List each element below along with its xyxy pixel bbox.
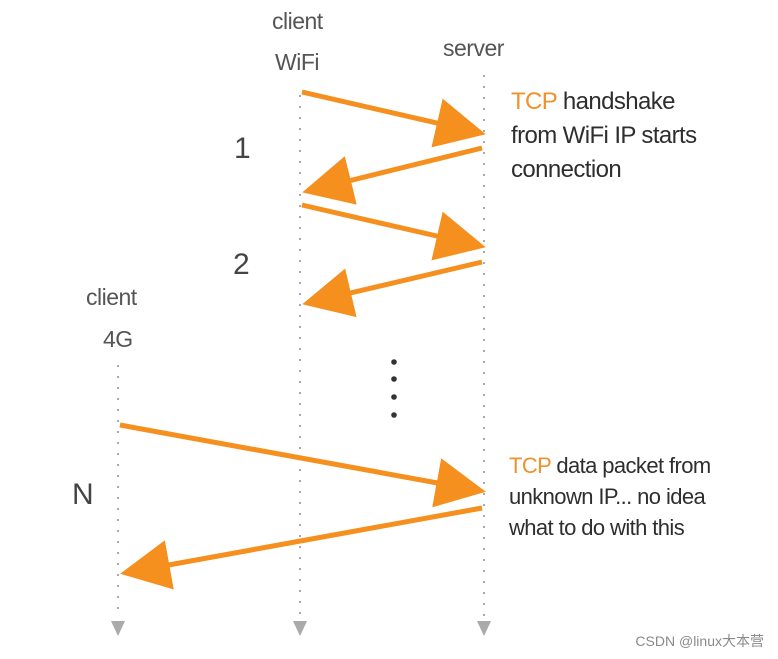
step-label-n: N	[72, 478, 94, 511]
arrow-wifi-to-server-1	[301, 89, 486, 148]
note-tcp-handshake: TCP handshake from WiFi IP starts connec…	[511, 85, 697, 187]
note-data-packet-line3: what to do with this	[509, 515, 685, 540]
note-handshake-highlight: TCP	[511, 88, 557, 115]
actor-client-wifi-sublabel: WiFi	[275, 49, 319, 75]
note-handshake-line1: handshake	[556, 88, 676, 115]
step-label-1: 1	[234, 132, 251, 165]
arrow-server-to-wifi-2	[302, 259, 483, 318]
actor-client-4g-sublabel: 4G	[103, 326, 133, 352]
note-data-packet-highlight: TCP	[509, 453, 551, 478]
lifeline-end-client-4g	[111, 621, 125, 636]
lifeline-end-server	[477, 621, 491, 636]
ellipsis-dots	[391, 359, 397, 418]
note-handshake-line3: connection	[511, 156, 622, 183]
note-data-packet-line2: unknown IP... no idea	[509, 484, 706, 509]
actor-client-4g-label: client	[86, 284, 137, 310]
arrow-server-to-4g	[120, 505, 483, 590]
watermark-text: CSDN @linux大本营	[635, 633, 764, 649]
actor-server-label: server	[443, 35, 504, 61]
arrow-4g-to-server	[119, 422, 486, 508]
step-label-2: 2	[233, 248, 250, 281]
arrow-wifi-to-server-2	[301, 202, 486, 261]
note-tcp-data-packet: TCP data packet from unknown IP... no id…	[509, 450, 711, 543]
lifeline-end-client-wifi	[293, 621, 307, 636]
arrow-server-to-wifi-1	[302, 145, 483, 205]
actor-client-wifi-label: client	[272, 8, 323, 34]
note-handshake-line2: from WiFi IP starts	[511, 122, 697, 149]
note-data-packet-line1: data packet from	[550, 453, 711, 478]
